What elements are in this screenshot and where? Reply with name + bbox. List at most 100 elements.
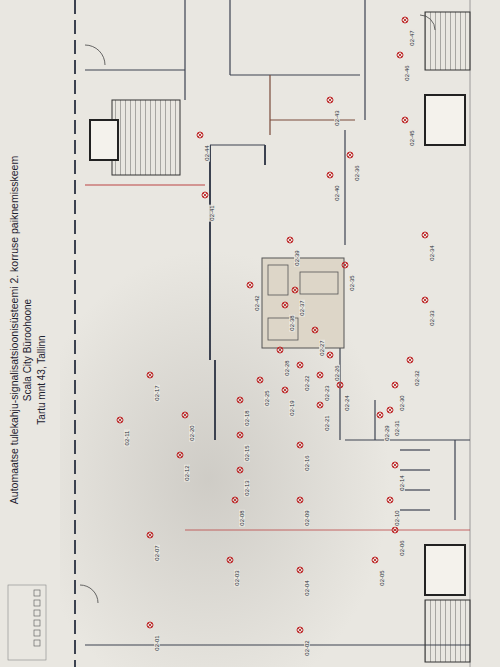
detector-number: 02-41 xyxy=(209,204,215,221)
detector-number: 02-01 xyxy=(154,634,160,651)
detector-symbol xyxy=(292,287,298,293)
detector-symbol xyxy=(347,152,353,158)
detector-mark xyxy=(388,498,392,502)
detector-symbol xyxy=(422,232,428,238)
detector-number: 02-08 xyxy=(239,509,245,526)
detector-number: 02-32 xyxy=(414,369,420,386)
detector-mark xyxy=(228,558,232,562)
detector-mark xyxy=(293,288,297,292)
detector-symbol xyxy=(422,297,428,303)
detector-mark xyxy=(298,363,302,367)
detector-number: 02-07 xyxy=(154,544,160,561)
detector-symbol xyxy=(177,452,183,458)
detector-number: 02-28 xyxy=(284,359,290,376)
detector-number: 02-35 xyxy=(349,274,355,291)
detector-symbol xyxy=(147,372,153,378)
detector-mark xyxy=(328,98,332,102)
detector-symbol xyxy=(277,347,283,353)
detector-symbol xyxy=(232,497,238,503)
detector-symbol xyxy=(237,432,243,438)
detector-symbol xyxy=(197,132,203,138)
detector-number: 02-25 xyxy=(264,389,270,406)
detector-number: 02-36 xyxy=(354,164,360,181)
detector-mark xyxy=(393,463,397,467)
detector-mark xyxy=(118,418,122,422)
detector-symbol xyxy=(392,527,398,533)
detector-symbol xyxy=(297,497,303,503)
detector-mark xyxy=(148,533,152,537)
detector-mark xyxy=(198,133,202,137)
detector-symbol xyxy=(282,387,288,393)
detector-number: 02-44 xyxy=(204,144,210,161)
detector-symbol xyxy=(327,352,333,358)
detector-symbol xyxy=(397,52,403,58)
detector-symbol xyxy=(387,497,393,503)
detector-symbol xyxy=(202,192,208,198)
detector-mark xyxy=(278,348,282,352)
detector-number: 02-17 xyxy=(154,384,160,401)
detector-symbol xyxy=(377,412,383,418)
title: Automaatse tulekahju-signalisatsioonisüs… xyxy=(9,156,20,504)
detector-symbol xyxy=(317,402,323,408)
detector-mark xyxy=(393,383,397,387)
detector-symbol xyxy=(237,397,243,403)
detector-mark xyxy=(328,173,332,177)
detector-mark xyxy=(403,118,407,122)
detector-mark xyxy=(298,628,302,632)
detector-number: 02-29 xyxy=(384,424,390,441)
detector-symbol xyxy=(237,467,243,473)
detector-symbol xyxy=(392,382,398,388)
detector-number: 02-18 xyxy=(244,409,250,426)
detector-number: 02-26 xyxy=(334,364,340,381)
detector-mark xyxy=(233,498,237,502)
detector-mark xyxy=(183,413,187,417)
detector-number: 02-22 xyxy=(304,374,310,391)
detector-number: 02-43 xyxy=(334,109,340,126)
detector-number: 02-14 xyxy=(399,474,405,491)
detector-symbol xyxy=(297,567,303,573)
detector-mark xyxy=(398,53,402,57)
detector-mark xyxy=(148,373,152,377)
detector-number: 02-10 xyxy=(394,509,400,526)
detector-symbol xyxy=(327,172,333,178)
detector-mark xyxy=(348,153,352,157)
detector-mark xyxy=(338,383,342,387)
detector-mark xyxy=(313,328,317,332)
detector-symbol xyxy=(247,282,253,288)
detector-mark xyxy=(238,433,242,437)
detector-number: 02-45 xyxy=(409,129,415,146)
detector-number: 02-27 xyxy=(319,339,325,356)
detector-symbol xyxy=(372,557,378,563)
detector-symbol xyxy=(297,362,303,368)
detector-symbol xyxy=(327,97,333,103)
detector-mark xyxy=(258,378,262,382)
detector-number: 02-21 xyxy=(324,414,330,431)
detector-symbol xyxy=(257,377,263,383)
detector-symbol xyxy=(402,17,408,23)
address-text: Tartu mnt 43, Tallinn xyxy=(37,335,47,424)
detector-mark xyxy=(298,498,302,502)
detector-symbol xyxy=(387,407,393,413)
detector-number: 02-47 xyxy=(409,29,415,46)
detector-mark xyxy=(283,388,287,392)
detector-number: 02-23 xyxy=(324,384,330,401)
detector-number: 02-42 xyxy=(254,294,260,311)
detector-number: 02-39 xyxy=(294,249,300,266)
detector-mark xyxy=(298,568,302,572)
detector-symbol xyxy=(407,357,413,363)
detector-number: 02-13 xyxy=(244,479,250,496)
detector-mark xyxy=(388,408,392,412)
detector-mark xyxy=(283,303,287,307)
detector-mark xyxy=(148,623,152,627)
detector-number: 02-06 xyxy=(399,539,405,556)
detector-mark xyxy=(328,353,332,357)
detector-number: 02-46 xyxy=(404,64,410,81)
detector-number: 02-03 xyxy=(234,569,240,586)
detector-number: 02-19 xyxy=(289,399,295,416)
detector-mark xyxy=(403,18,407,22)
detector-number: 02-33 xyxy=(429,309,435,326)
detector-symbol xyxy=(282,302,288,308)
detector-mark xyxy=(203,193,207,197)
detector-number: 02-31 xyxy=(394,419,400,436)
